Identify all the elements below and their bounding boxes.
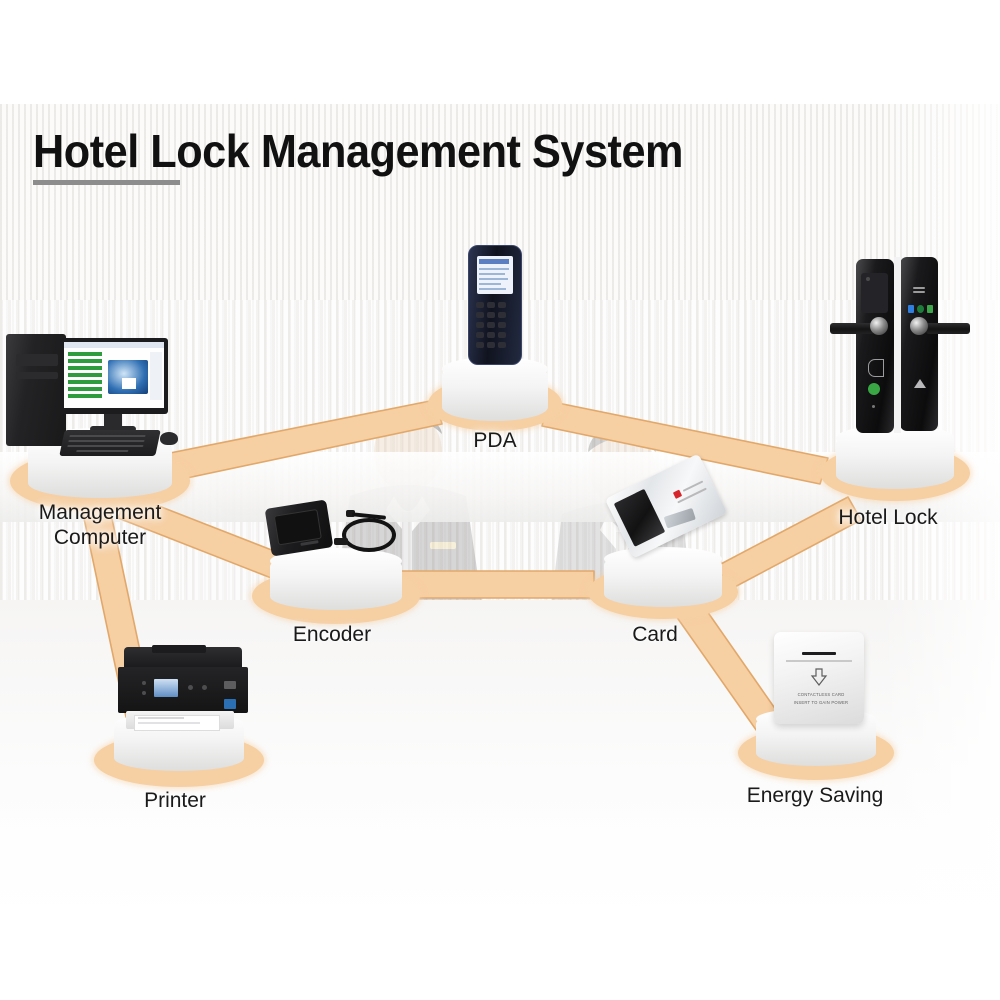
pda-keypad [476,302,514,356]
page-title: Hotel Lock Management System [33,125,684,177]
lock-panel-right [900,257,938,431]
node-hotel-lock[interactable] [800,255,990,505]
node-label-encoder: Encoder [292,623,372,646]
energy-switch-body: CONTACTLESS CARD INSERT TO GAIN POWER [774,632,864,724]
lock-menu-icon-2 [913,291,925,293]
pc-keyboard [59,430,161,456]
pda-screen [477,256,513,294]
node-label-printer: Printer [144,789,206,812]
pc-tower-panel [16,354,58,366]
node-encoder[interactable] [248,499,428,624]
title-underline-rule [33,180,180,185]
key-card-photo [613,488,666,547]
lock-camera-dot [866,277,870,281]
printer-display [154,679,178,697]
pedestal-card [588,547,738,621]
lock-fingerprint-indicator [917,305,924,313]
lock-handle-right [926,323,970,334]
device-handheld-pda [468,245,522,367]
insert-arrow-icon [810,668,828,686]
encoder-usb-plug-b [346,510,355,517]
background-white-band [0,0,1000,104]
device-desktop-pc [0,320,210,460]
node-energy-saving[interactable]: CONTACTLESS CARD INSERT TO GAIN POWER [730,630,900,780]
device-multifunction-printer [112,645,262,741]
lock-menu-icon [913,287,925,289]
pedestal-pda [428,357,562,435]
pedestal-encoder [252,548,420,624]
lock-knob-left [870,317,888,335]
energy-switch-text-line1: CONTACTLESS CARD [797,692,845,697]
device-key-card [604,453,734,565]
node-label-card: Card [632,623,678,646]
node-printer[interactable] [90,645,280,787]
energy-switch-card-slot [802,652,836,655]
node-label-hotel-lock: Hotel Lock [838,506,938,529]
node-card[interactable] [580,453,746,621]
encoder-usb-cable [342,518,396,552]
pedestal-top [604,547,722,571]
lock-bluetooth-indicator [908,305,914,313]
pc-mouse [160,432,178,445]
node-label-management-computer: Management Computer [38,501,162,550]
node-pda[interactable] [420,245,570,435]
pc-monitor-screen [64,342,164,408]
pc-tower-drive [16,372,58,379]
lock-handle-left [830,323,874,334]
lock-status-dot [872,405,875,408]
encoder-usb-plug-a [334,538,348,545]
lock-key-indicator [927,305,933,313]
device-card-encoder [262,499,422,564]
key-card-logo [672,489,683,499]
node-management-computer[interactable] [0,320,210,520]
pc-monitor-base [90,426,136,432]
pc-tower [6,334,66,446]
key-card-body [604,453,728,559]
pda-body [468,245,522,365]
device-energy-saving-switch: CONTACTLESS CARD INSERT TO GAIN POWER [770,630,874,730]
node-label-pda: PDA [473,429,517,452]
lock-knob-right [910,317,928,335]
lock-power-indicator [868,383,880,395]
node-label-energy-saving: Energy Saving [746,784,884,807]
device-smart-door-lock [830,255,970,441]
energy-switch-text-line2: INSERT TO GAIN POWER [793,700,849,705]
encoder-body [264,499,334,557]
background-fade-bottom [0,770,1000,1000]
pc-monitor-stand [104,414,122,428]
